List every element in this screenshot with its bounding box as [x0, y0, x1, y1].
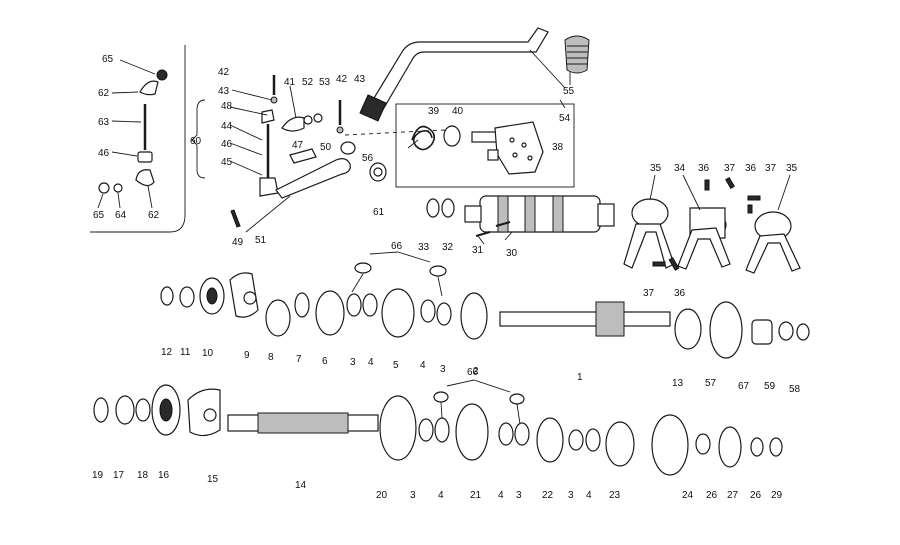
- callout-27: 27: [727, 490, 739, 501]
- callout-16: 16: [158, 470, 170, 481]
- callout-30: 30: [506, 248, 518, 259]
- callout-48: 48: [221, 101, 233, 112]
- callout-66a: 66: [391, 241, 403, 252]
- callout-7: 7: [296, 354, 302, 365]
- callout-67: 67: [738, 381, 750, 392]
- callout-12: 12: [161, 347, 173, 358]
- callout-58: 58: [789, 384, 801, 395]
- callout-36a: 36: [698, 163, 710, 174]
- layshaft-assembly: [93, 379, 783, 476]
- callout-3d: 3: [516, 490, 522, 501]
- kick-lever: [359, 27, 590, 122]
- callout-6: 6: [322, 356, 328, 367]
- callout-32: 32: [442, 242, 454, 253]
- callout-31: 31: [472, 245, 484, 256]
- callout-38: 38: [552, 142, 564, 153]
- callout-18: 18: [137, 470, 149, 481]
- callout-65b: 65: [93, 210, 105, 221]
- callout-4c: 4: [438, 490, 444, 501]
- callout-4a: 4: [368, 357, 374, 368]
- part-number-callouts: 65 62 63 46 65 64 62 42 43 48 44 60 46 4…: [92, 54, 801, 501]
- callout-23: 23: [609, 490, 621, 501]
- callout-17: 17: [113, 470, 125, 481]
- callout-44: 44: [221, 121, 233, 132]
- callout-21: 21: [470, 490, 482, 501]
- callout-24: 24: [682, 490, 694, 501]
- callout-42b: 42: [336, 74, 348, 85]
- callout-11: 11: [180, 347, 191, 358]
- callout-3a: 3: [350, 357, 356, 368]
- spring-and-bracket: [407, 121, 544, 175]
- callout-46a: 46: [98, 148, 110, 159]
- callout-65a: 65: [102, 54, 114, 65]
- callout-3c: 3: [410, 490, 416, 501]
- selector-drum: [426, 195, 615, 245]
- callout-3e: 3: [568, 490, 574, 501]
- callout-26a: 26: [706, 490, 718, 501]
- callout-60: 60: [190, 136, 202, 147]
- callout-34: 34: [674, 163, 686, 174]
- callout-3b: 3: [440, 364, 446, 375]
- spring-assembly-box: [395, 103, 575, 188]
- callout-52: 52: [302, 77, 314, 88]
- callout-40: 40: [452, 106, 464, 117]
- callout-53: 53: [319, 77, 331, 88]
- callout-42a: 42: [218, 67, 230, 78]
- callout-41: 41: [284, 77, 296, 88]
- callout-19: 19: [92, 470, 104, 481]
- callout-10: 10: [202, 348, 214, 359]
- inset-frame: [90, 45, 186, 233]
- callout-22: 22: [542, 490, 554, 501]
- callout-5: 5: [393, 360, 399, 371]
- callout-33: 33: [418, 242, 430, 253]
- callout-35a: 35: [650, 163, 662, 174]
- callout-4d: 4: [498, 490, 504, 501]
- callout-46b: 46: [221, 139, 233, 150]
- callout-2: 2: [473, 366, 479, 377]
- callout-51: 51: [255, 235, 267, 246]
- callout-57: 57: [705, 378, 717, 389]
- callout-26b: 26: [750, 490, 762, 501]
- shift-forks: [623, 174, 801, 274]
- callout-43a: 43: [218, 86, 230, 97]
- callout-29: 29: [771, 490, 783, 501]
- callout-50: 50: [320, 142, 332, 153]
- callout-36c: 36: [674, 288, 686, 299]
- linkage-rod-assembly: [97, 59, 168, 209]
- callout-9: 9: [244, 350, 250, 361]
- callout-62b: 62: [148, 210, 160, 221]
- callout-20: 20: [376, 490, 388, 501]
- callout-39: 39: [428, 106, 440, 117]
- callout-36b: 36: [745, 163, 757, 174]
- callout-1: 1: [577, 372, 583, 383]
- callout-13: 13: [672, 378, 684, 389]
- callout-45: 45: [221, 157, 233, 168]
- callout-37c: 37: [643, 288, 655, 299]
- callout-63: 63: [98, 117, 110, 128]
- callout-66b: 66: [467, 367, 479, 378]
- callout-49: 49: [232, 237, 244, 248]
- callout-35b: 35: [786, 163, 798, 174]
- callout-14: 14: [295, 480, 307, 491]
- callout-4b: 4: [420, 360, 426, 371]
- callout-56: 56: [362, 153, 374, 164]
- callout-59: 59: [764, 381, 776, 392]
- callout-61: 61: [373, 207, 385, 218]
- callout-37a: 37: [724, 163, 736, 174]
- callout-43b: 43: [354, 74, 366, 85]
- selector-linkage-parts: [191, 75, 446, 233]
- callout-64: 64: [115, 210, 127, 221]
- callout-15: 15: [207, 474, 219, 485]
- callout-62a: 62: [98, 88, 110, 99]
- callout-54: 54: [559, 113, 571, 124]
- callout-4e: 4: [586, 490, 592, 501]
- mainshaft-assembly: [160, 251, 810, 359]
- callout-37b: 37: [765, 163, 777, 174]
- callout-47: 47: [292, 140, 304, 151]
- callout-55: 55: [563, 86, 575, 97]
- callout-8: 8: [268, 352, 274, 363]
